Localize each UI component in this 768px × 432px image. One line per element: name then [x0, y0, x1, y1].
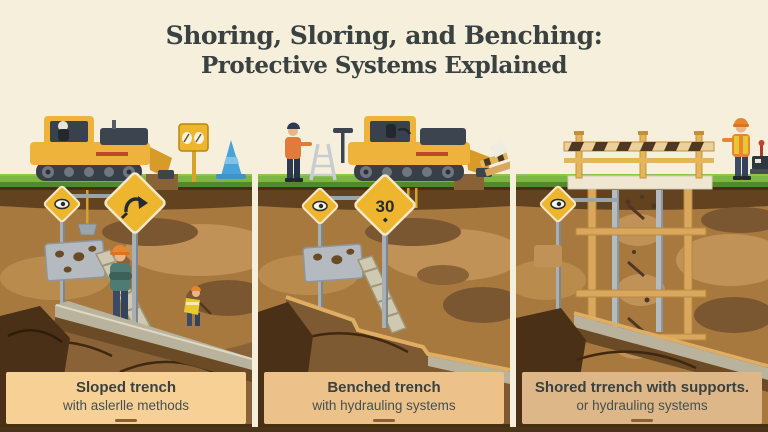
- sign-bracket: [58, 194, 150, 198]
- page-header: Shoring, Sloring, and Benching: Protecti…: [0, 0, 768, 100]
- circles-sign-icon: [178, 123, 209, 182]
- cable: [415, 188, 418, 208]
- panel-sloped-trench: Sloped trench with aslerlle methods: [0, 100, 252, 432]
- panel-benched-trench: 30 Benched trench with hydrauling system…: [258, 100, 510, 432]
- barrier-icon: [563, 131, 715, 179]
- panels-row: Sloped trench with aslerlle methods: [0, 100, 768, 432]
- sloped-wall: [55, 301, 252, 382]
- trench-plate: [44, 239, 106, 282]
- tamper-icon: [333, 128, 353, 163]
- speed-sign-value: 30: [376, 197, 395, 216]
- worker-icon: [184, 286, 212, 326]
- caption-subtitle: or hydrauling systems: [576, 397, 708, 413]
- cable: [407, 188, 410, 202]
- speed-30-sign-icon: 30: [354, 174, 416, 328]
- trench-plate: [302, 243, 364, 283]
- sloped-trench-illustration: [0, 100, 252, 432]
- page-title: Shoring, Sloring, and Benching:: [165, 21, 603, 50]
- excavator-icon: [30, 116, 174, 181]
- crane-cable: [77, 190, 98, 236]
- caption-dash: [631, 418, 653, 422]
- panel-shored-trench: Shored trrench with supports. or hydraul…: [516, 100, 768, 432]
- caption-benched: Benched trench with hydrauling systems: [264, 372, 504, 424]
- caption-dash: [115, 418, 137, 422]
- caption-sloped: Sloped trench with aslerlle methods: [6, 372, 246, 424]
- curved-arrow-sign-icon: [104, 172, 166, 326]
- soil-block: [534, 245, 562, 267]
- caption-title: Benched trench: [327, 379, 441, 396]
- traffic-cone-icon: [216, 140, 246, 179]
- caption-subtitle: with aslerlle methods: [62, 397, 190, 413]
- bottom-edge-strip: [0, 427, 768, 432]
- ladder-icon: [309, 143, 337, 181]
- compactor-icon: [750, 140, 768, 174]
- caption-title: Sloped trench: [75, 379, 176, 396]
- worker-icon: [285, 122, 312, 182]
- page-subtitle: Protective Systems Explained: [201, 52, 568, 79]
- caption-dash: [373, 418, 395, 422]
- worker-icon: [109, 245, 132, 329]
- barrier-icon: [479, 138, 510, 177]
- caption-title: Shored trrench with supports.: [534, 379, 750, 396]
- caption-subtitle: with hydrauling systems: [312, 397, 456, 413]
- eye-sign-icon: [539, 185, 618, 324]
- caption-shored: Shored trrench with supports. or hydraul…: [522, 372, 762, 424]
- worker-icon: [722, 118, 751, 180]
